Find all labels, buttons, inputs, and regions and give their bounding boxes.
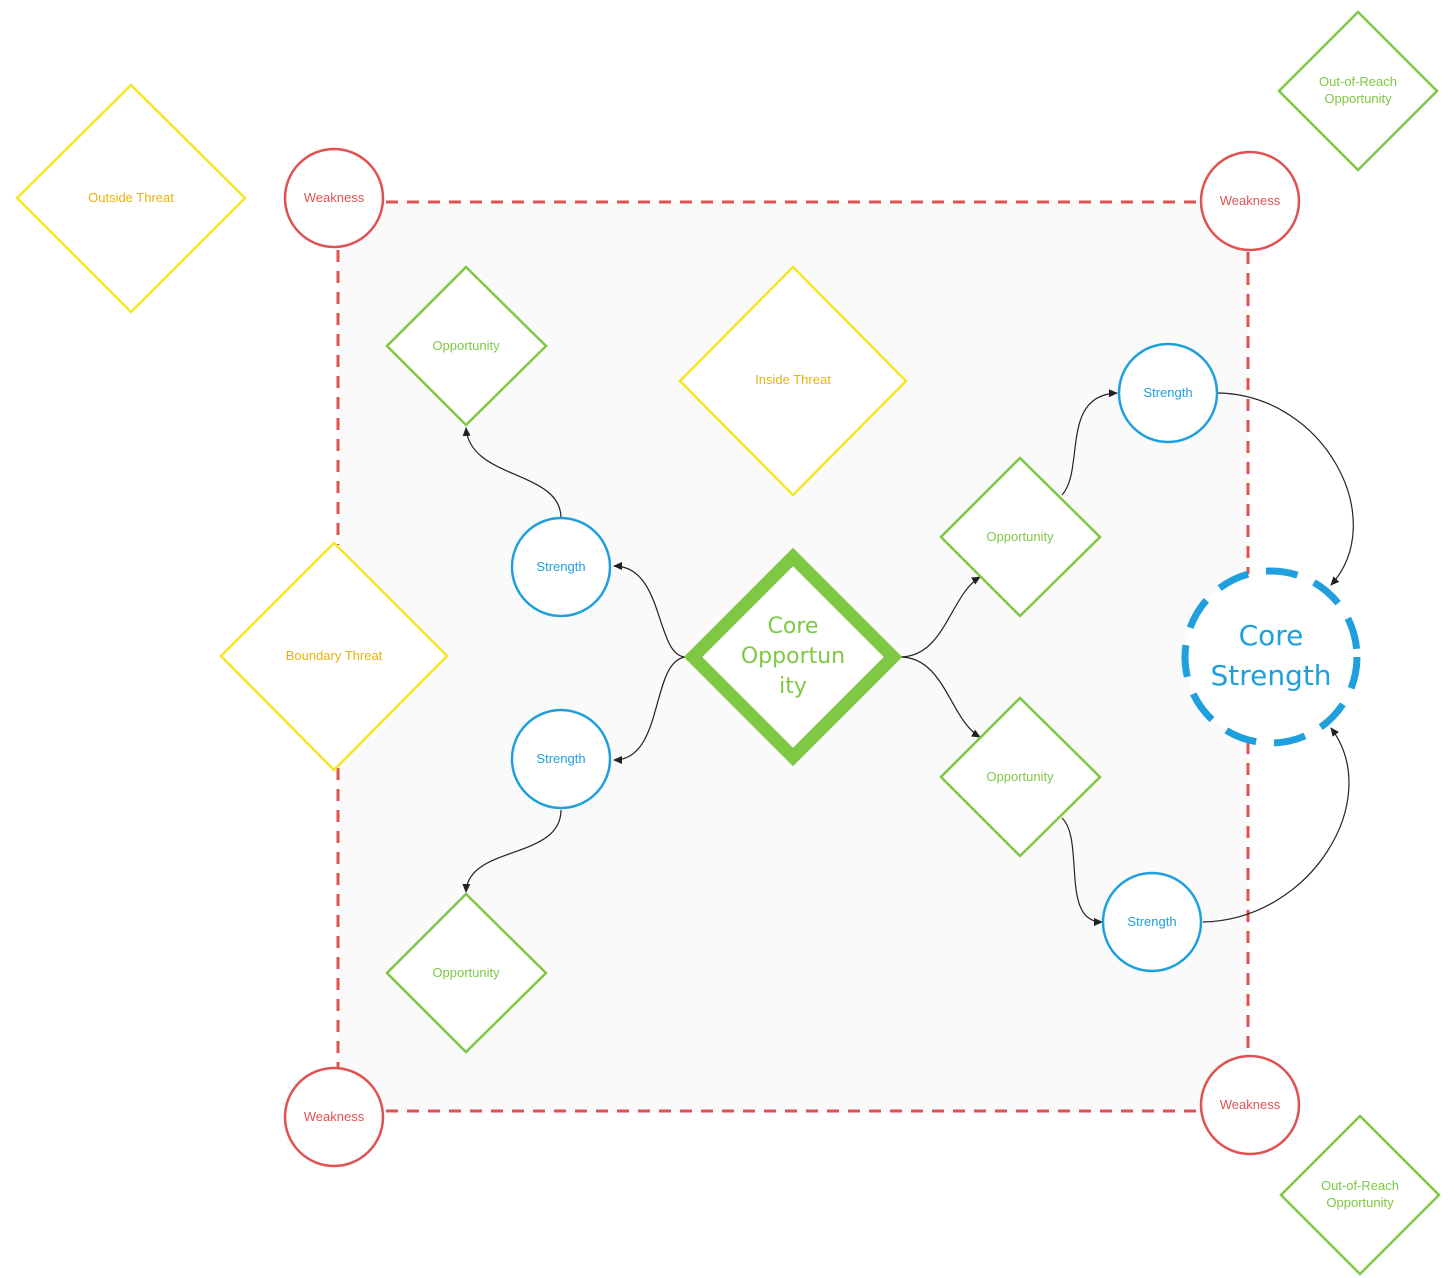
- core-strength-label-line2: Strength: [1210, 659, 1331, 692]
- connector-opportunity-to-strength-upper: [1061, 389, 1118, 496]
- strength-label: Strength: [1143, 385, 1192, 400]
- weakness-label: Weakness: [1220, 193, 1281, 208]
- boundary-lines: [336, 200, 1250, 1113]
- core-strength[interactable]: Core Strength: [1181, 567, 1361, 747]
- weakness-bottom-right[interactable]: Weakness: [1199, 1054, 1301, 1156]
- strength-label: Strength: [536, 751, 585, 766]
- out-of-reach-opportunity-bottom[interactable]: Out-of-Reach Opportunity: [1279, 1114, 1441, 1276]
- boundary-threat[interactable]: Boundary Threat: [219, 541, 449, 772]
- opportunity-lower-left[interactable]: Opportunity: [385, 892, 548, 1054]
- out-of-reach-label-line2: Opportunity: [1326, 1195, 1394, 1210]
- out-of-reach-label-line1: Out-of-Reach: [1321, 1178, 1399, 1193]
- connector-strength-to-core-strength-lower: [1202, 727, 1350, 923]
- core-opportunity-label-line3: ity: [779, 674, 807, 699]
- weakness-top-right[interactable]: Weakness: [1199, 150, 1301, 252]
- opportunity-lower-right[interactable]: Opportunity: [939, 696, 1102, 858]
- outside-threat-label: Outside Threat: [88, 190, 174, 205]
- connectors: [462, 389, 1354, 926]
- strength-right-lower[interactable]: Strength: [1101, 871, 1203, 973]
- strength-left-lower[interactable]: Strength: [510, 708, 612, 810]
- connector-strength-to-opportunity-upper: [462, 427, 562, 519]
- weakness-label: Weakness: [304, 190, 365, 205]
- connector-core-to-opportunity-right-lower: [899, 656, 981, 738]
- strength-left-upper[interactable]: Strength: [510, 516, 612, 618]
- inside-threat[interactable]: Inside Threat: [678, 265, 908, 497]
- strength-right-upper[interactable]: Strength: [1117, 342, 1219, 444]
- connector-core-to-opportunity-right-upper: [899, 576, 981, 658]
- out-of-reach-label-line2: Opportunity: [1324, 91, 1392, 106]
- strength-label: Strength: [1127, 914, 1176, 929]
- opportunity-label: Opportunity: [432, 965, 500, 980]
- out-of-reach-label-line1: Out-of-Reach: [1319, 74, 1397, 89]
- inside-threat-label: Inside Threat: [755, 372, 831, 387]
- connector-opportunity-to-strength-lower: [1061, 817, 1103, 926]
- core-opportunity-label-line1: Core: [768, 614, 819, 639]
- weakness-label: Weakness: [304, 1109, 365, 1124]
- outside-threat[interactable]: Outside Threat: [15, 83, 247, 314]
- opportunity-label: Opportunity: [432, 338, 500, 353]
- connector-core-to-strength-lower: [613, 656, 687, 764]
- weakness-top-left[interactable]: Weakness: [283, 147, 385, 249]
- boundary-threat-label: Boundary Threat: [286, 648, 383, 663]
- connector-core-to-strength-upper: [613, 562, 687, 658]
- weakness-bottom-left[interactable]: Weakness: [283, 1066, 385, 1168]
- opportunity-label: Opportunity: [986, 769, 1054, 784]
- weakness-label: Weakness: [1220, 1097, 1281, 1112]
- opportunity-upper-left[interactable]: Opportunity: [385, 265, 548, 427]
- core-strength-label-line1: Core: [1239, 619, 1304, 652]
- connector-strength-to-core-strength-upper: [1217, 392, 1354, 586]
- connector-strength-to-opportunity-lower: [462, 809, 562, 893]
- core-opportunity[interactable]: Core Opportun ity: [683, 547, 903, 767]
- opportunity-label: Opportunity: [986, 529, 1054, 544]
- out-of-reach-opportunity-top[interactable]: Out-of-Reach Opportunity: [1277, 10, 1439, 172]
- opportunity-upper-right[interactable]: Opportunity: [939, 456, 1102, 618]
- strength-label: Strength: [536, 559, 585, 574]
- core-opportunity-label-line2: Opportun: [741, 644, 845, 669]
